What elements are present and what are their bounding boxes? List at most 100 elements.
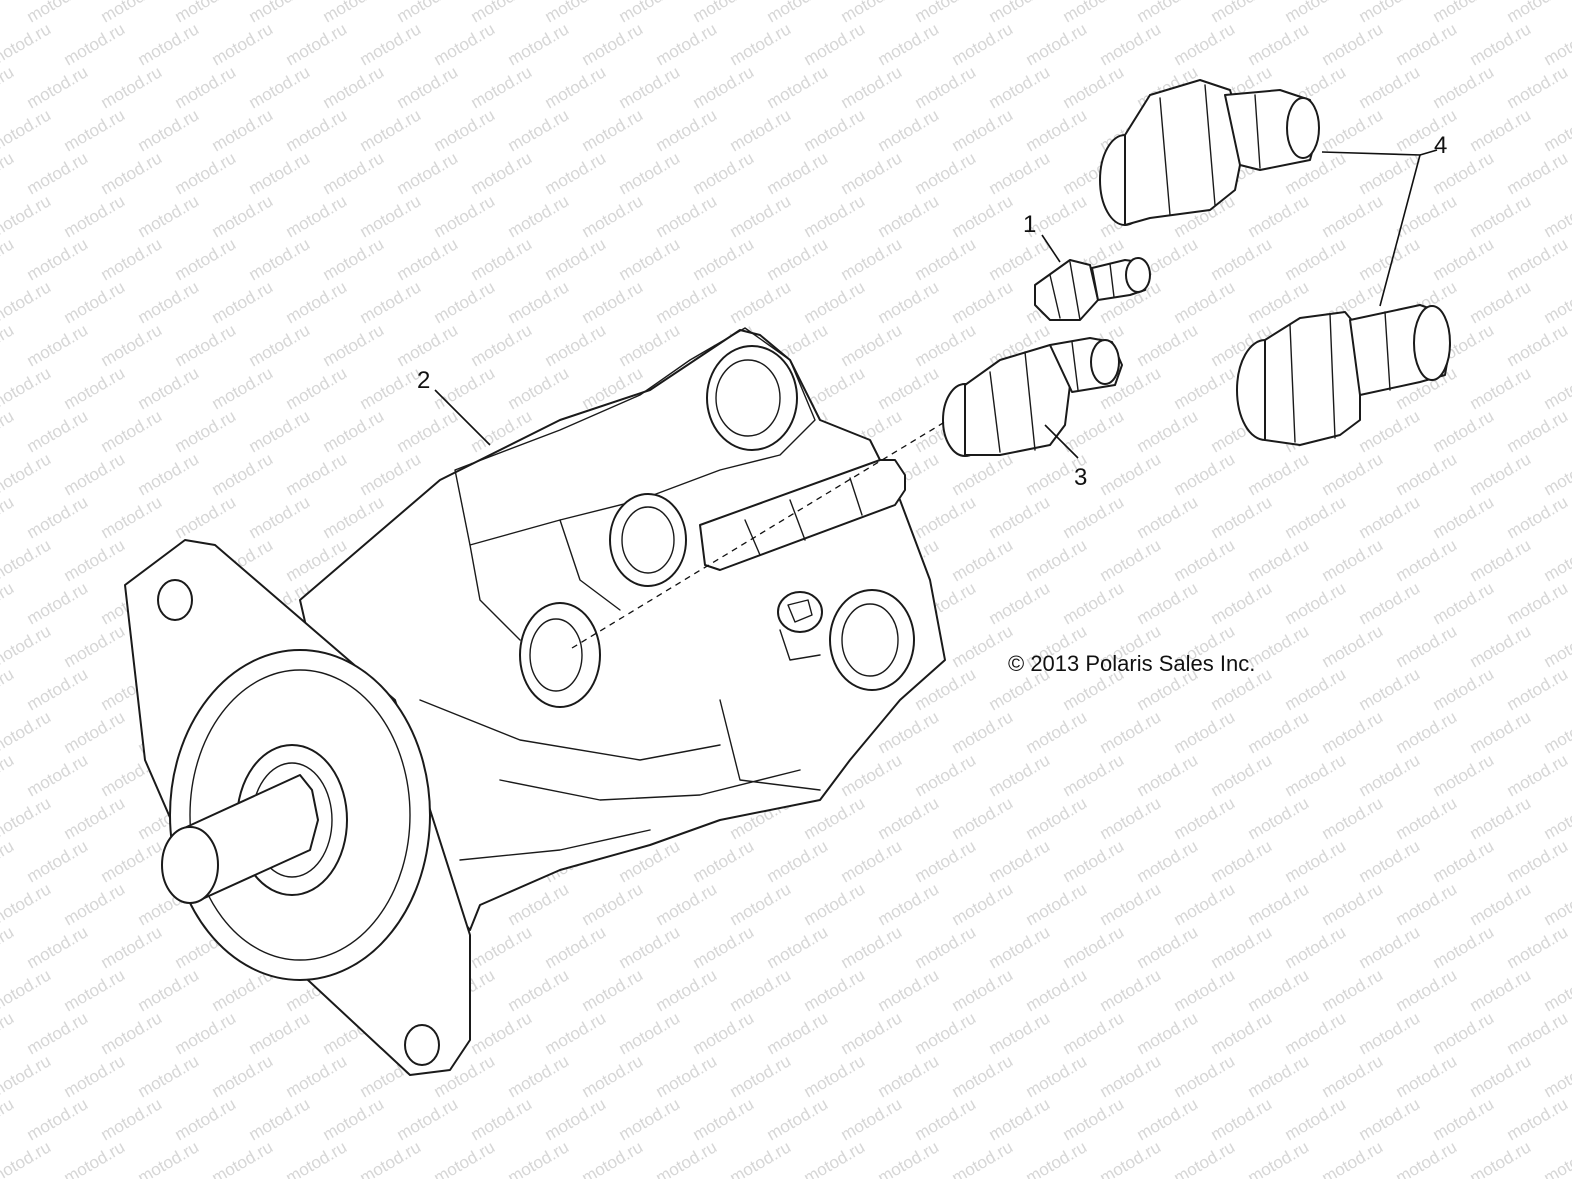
watermark-text: motod.ru — [875, 277, 943, 327]
watermark-text: motod.ru — [1504, 1008, 1572, 1058]
watermark-text: motod.ru — [912, 836, 980, 886]
watermark-text: motod.ru — [949, 1137, 1017, 1179]
watermark-text: motod.ru — [690, 1094, 758, 1144]
watermark-text: motod.ru — [61, 191, 129, 241]
watermark-text: motod.ru — [394, 234, 462, 284]
watermark-text: motod.ru — [1282, 0, 1350, 26]
watermark-text: motod.ru — [616, 62, 684, 112]
watermark-text: motod.ru — [246, 492, 314, 542]
watermark-text: motod.ru — [1504, 0, 1572, 26]
watermark-text: motod.ru — [690, 836, 758, 886]
watermark-text: motod.ru — [1319, 707, 1387, 757]
large-fitting-lower — [1236, 304, 1451, 446]
watermark-text: motod.ru — [727, 105, 795, 155]
watermark-text: motod.ru — [1541, 277, 1572, 327]
watermark-text: motod.ru — [24, 664, 92, 714]
watermark-text: motod.ru — [1467, 1051, 1535, 1101]
watermark-text: motod.ru — [1393, 707, 1461, 757]
watermark-text: motod.ru — [653, 1137, 721, 1179]
watermark-text: motod.ru — [949, 535, 1017, 585]
watermark-text: motod.ru — [246, 62, 314, 112]
watermark-text: motod.ru — [1319, 793, 1387, 843]
hydraulic-pump — [124, 327, 946, 1076]
watermark-text: motod.ru — [579, 105, 647, 155]
watermark-text: motod.ru — [1060, 578, 1128, 628]
watermark-text: motod.ru — [764, 836, 832, 886]
watermark-text: motod.ru — [912, 62, 980, 112]
watermark-text: motod.ru — [172, 0, 240, 26]
watermark-text: motod.ru — [1504, 62, 1572, 112]
watermark-text: motod.ru — [1171, 1051, 1239, 1101]
watermark-text: motod.ru — [912, 1094, 980, 1144]
watermark-text: motod.ru — [764, 234, 832, 284]
watermark-text: motod.ru — [838, 62, 906, 112]
watermark-text: motod.ru — [0, 750, 17, 800]
watermark-text: motod.ru — [690, 922, 758, 972]
watermark-text: motod.ru — [1282, 750, 1350, 800]
watermark-text: motod.ru — [1356, 664, 1424, 714]
watermark-text: motod.ru — [61, 535, 129, 585]
watermark-text: motod.ru — [1430, 922, 1498, 972]
watermark-text: motod.ru — [0, 1051, 54, 1101]
watermark-text: motod.ru — [209, 19, 277, 69]
watermark-text: motod.ru — [838, 922, 906, 972]
watermark-text: motod.ru — [1319, 879, 1387, 929]
watermark-text: motod.ru — [949, 277, 1017, 327]
watermark-text: motod.ru — [394, 62, 462, 112]
watermark-text: motod.ru — [986, 148, 1054, 198]
watermark-text: motod.ru — [246, 148, 314, 198]
watermark-text: motod.ru — [24, 836, 92, 886]
watermark-text: motod.ru — [1282, 234, 1350, 284]
watermark-text: motod.ru — [1319, 1137, 1387, 1179]
watermark-text: motod.ru — [135, 1137, 203, 1179]
watermark-text: motod.ru — [24, 578, 92, 628]
watermark-text: motod.ru — [912, 148, 980, 198]
watermark-text: motod.ru — [986, 578, 1054, 628]
watermark-text: motod.ru — [320, 1094, 388, 1144]
watermark-text: motod.ru — [1356, 234, 1424, 284]
watermark-text: motod.ru — [1319, 965, 1387, 1015]
watermark-text: motod.ru — [653, 105, 721, 155]
watermark-text: motod.ru — [357, 191, 425, 241]
watermark-text: motod.ru — [986, 234, 1054, 284]
watermark-text: motod.ru — [0, 879, 54, 929]
callout-label-1: 1 — [1023, 211, 1036, 238]
watermark-text: motod.ru — [24, 1008, 92, 1058]
watermark-text: motod.ru — [1467, 191, 1535, 241]
watermark-text: motod.ru — [61, 449, 129, 499]
watermark-text: motod.ru — [616, 922, 684, 972]
watermark-text: motod.ru — [1504, 492, 1572, 542]
watermark-text: motod.ru — [246, 1008, 314, 1058]
watermark-text: motod.ru — [1245, 793, 1313, 843]
watermark-text: motod.ru — [912, 234, 980, 284]
watermark-text: motod.ru — [1208, 0, 1276, 26]
watermark-text: motod.ru — [357, 449, 425, 499]
watermark-text: motod.ru — [1467, 277, 1535, 327]
watermark-text: motod.ru — [1393, 621, 1461, 671]
watermark-text: motod.ru — [98, 148, 166, 198]
watermark-text: motod.ru — [98, 320, 166, 370]
watermark-text: motod.ru — [1282, 578, 1350, 628]
watermark-text: motod.ru — [949, 965, 1017, 1015]
watermark-text: motod.ru — [1430, 62, 1498, 112]
watermark-text: motod.ru — [1467, 707, 1535, 757]
watermark-text: motod.ru — [727, 191, 795, 241]
watermark-text: motod.ru — [1504, 1094, 1572, 1144]
watermark-text: motod.ru — [727, 19, 795, 69]
watermark-text: motod.ru — [1097, 1137, 1165, 1179]
watermark-text: motod.ru — [431, 191, 499, 241]
watermark-text: motod.ru — [98, 406, 166, 456]
watermark-text: motod.ru — [801, 1137, 869, 1179]
watermark-text: motod.ru — [1023, 19, 1091, 69]
watermark-text: motod.ru — [1467, 1137, 1535, 1179]
watermark-text: motod.ru — [283, 191, 351, 241]
watermark-text: motod.ru — [246, 234, 314, 284]
watermark-text: motod.ru — [24, 492, 92, 542]
watermark-text: motod.ru — [320, 0, 388, 26]
watermark-text: motod.ru — [1393, 191, 1461, 241]
watermark-text: motod.ru — [1504, 234, 1572, 284]
watermark-text: motod.ru — [949, 1051, 1017, 1101]
watermark-text: motod.ru — [135, 363, 203, 413]
watermark-text: motod.ru — [1208, 234, 1276, 284]
watermark-text: motod.ru — [764, 922, 832, 972]
